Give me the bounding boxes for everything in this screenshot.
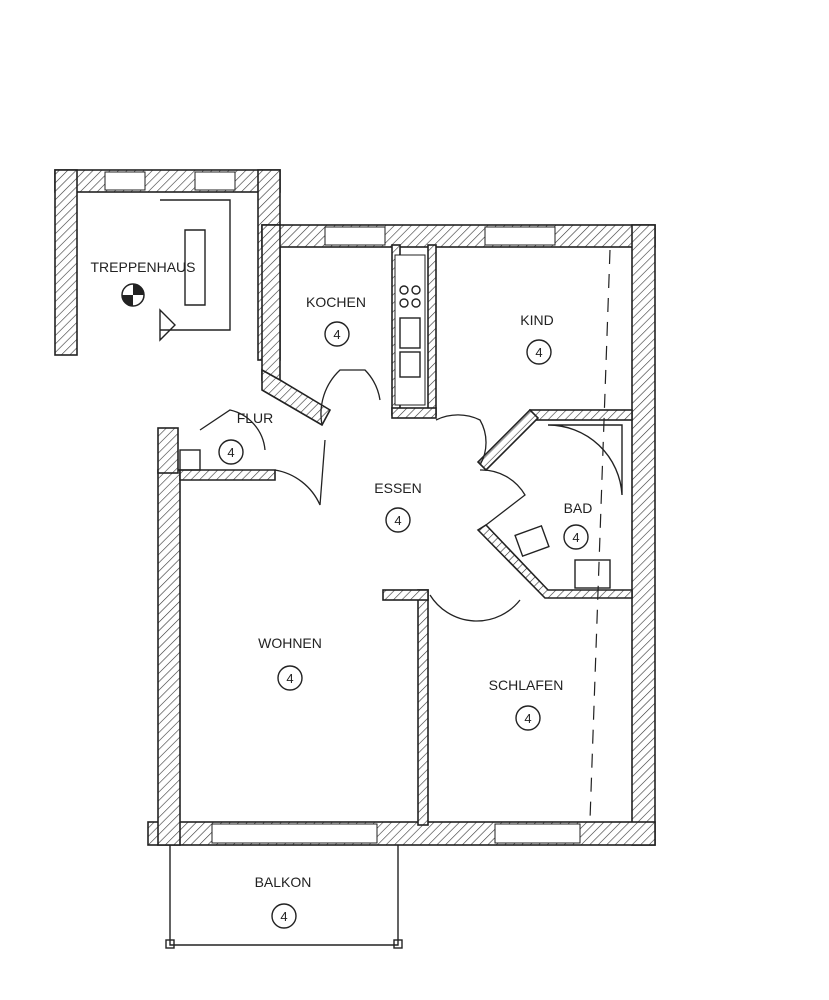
room-label: BAD <box>564 500 593 516</box>
room-essen: ESSEN 4 <box>374 480 422 533</box>
doors <box>179 369 526 622</box>
room-number: 4 <box>524 711 531 726</box>
room-number: 4 <box>280 909 287 924</box>
room-wohnen: WOHNEN 4 <box>258 635 322 691</box>
room-label: WOHNEN <box>258 635 322 651</box>
room-bad: BAD 4 <box>563 500 593 550</box>
room-number: 4 <box>394 513 401 528</box>
room-label: ESSEN <box>374 480 421 496</box>
room-number: 4 <box>227 445 234 460</box>
room-label: FLUR <box>237 410 274 426</box>
balcony <box>165 845 403 949</box>
interior-walls <box>179 244 633 826</box>
room-label: KOCHEN <box>306 294 366 310</box>
room-label: KIND <box>520 312 553 328</box>
room-label: TREPPENHAUS <box>90 259 195 275</box>
room-schlafen: SCHLAFEN 4 <box>489 677 564 731</box>
room-kochen: KOCHEN 4 <box>306 294 366 347</box>
room-balkon: BALKON 4 <box>255 874 312 929</box>
room-label: SCHLAFEN <box>489 677 564 693</box>
room-number: 4 <box>333 327 340 342</box>
room-number: 4 <box>535 345 542 360</box>
stair-marker-icon <box>121 283 145 307</box>
room-number: 4 <box>286 671 293 686</box>
room-label: BALKON <box>255 874 312 890</box>
room-kind: KIND 4 <box>520 312 554 365</box>
exterior-walls <box>147 224 656 846</box>
room-flur: FLUR 4 <box>218 410 274 465</box>
room-number: 4 <box>572 530 579 545</box>
room-treppenhaus: TREPPENHAUS <box>90 259 195 275</box>
